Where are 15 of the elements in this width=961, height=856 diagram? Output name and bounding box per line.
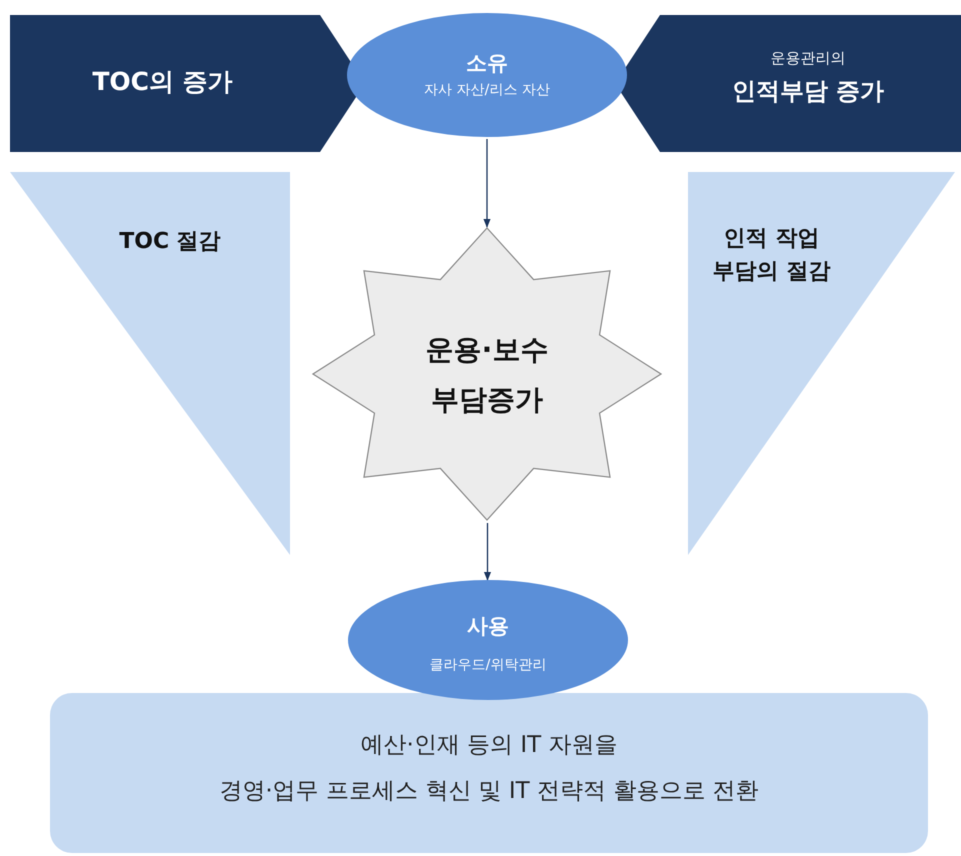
banner-title: TOC의 증가 xyxy=(91,66,234,98)
ellipse-title: 사용 xyxy=(466,613,510,640)
star-label: 운용·보수 부담증가 xyxy=(424,332,550,418)
panel-label: TOC 절감 xyxy=(118,228,222,256)
ellipse-subtitle: 클라우드/위탁관리 xyxy=(428,656,548,674)
panel-text: 경영·업무 프로세스 혁신 및 IT 전략적 활용으로 전환 xyxy=(218,777,760,806)
banner-subtitle: 운용관리의 xyxy=(770,49,846,68)
ellipse-title: 소유 xyxy=(465,50,509,77)
panel-label: 인적 작업 부담의 절감 xyxy=(712,225,832,286)
panel-text: 예산·인재 등의 IT 자원을 xyxy=(359,731,619,760)
ellipse-subtitle: 자사 자산/리스 자산 xyxy=(423,81,551,99)
arrow xyxy=(484,523,492,581)
banner-title: 인적부담 증가 xyxy=(730,76,886,107)
arrow xyxy=(483,139,491,228)
rounded-panel xyxy=(50,693,928,853)
